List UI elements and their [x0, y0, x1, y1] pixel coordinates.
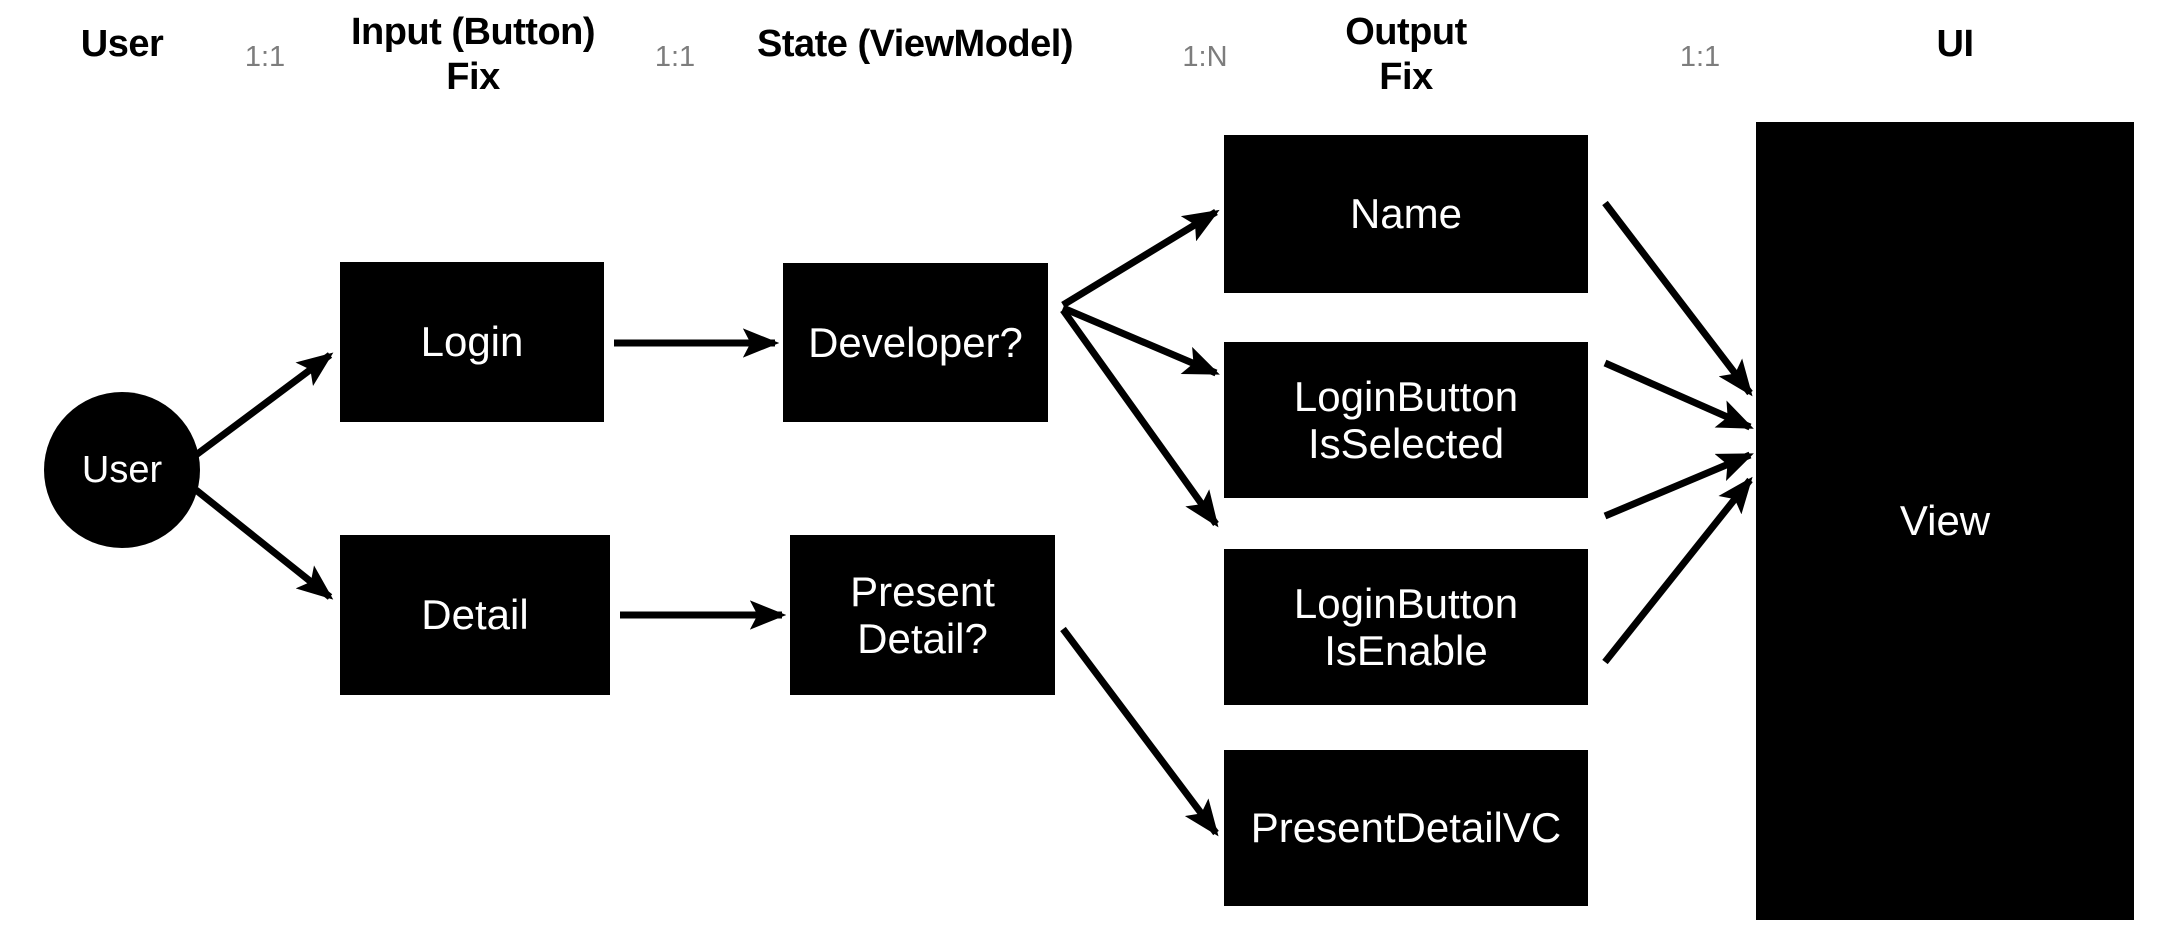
node-view[interactable]: View	[1756, 122, 2134, 920]
node-label: Present Detail?	[850, 567, 995, 662]
column-header: State (ViewModel)	[757, 23, 1073, 65]
node-label: PresentDetailVC	[1250, 804, 1562, 852]
relation-label: 1:1	[654, 41, 696, 73]
node-label: Detail	[421, 591, 529, 639]
node-label: User	[81, 448, 163, 491]
node-loginbutton-isselected[interactable]: LoginButton IsSelected	[1224, 342, 1588, 498]
edge-present-detail-to-presentdetailvc	[1060, 626, 1219, 837]
node-detail[interactable]: Detail	[340, 535, 610, 695]
relation-label: 1:N	[1182, 41, 1228, 73]
edge-name-to-view	[1602, 200, 1753, 397]
column-header: UI	[1936, 23, 1975, 65]
node-present-detail[interactable]: Present Detail?	[790, 535, 1055, 695]
column-header: Output Fix	[1345, 11, 1467, 98]
node-label: Login	[420, 318, 524, 366]
relation-label: 1:1	[244, 41, 286, 73]
node-label: LoginButton IsEnable	[1293, 579, 1519, 674]
edge-isselected-to-view	[1603, 359, 1754, 431]
node-login[interactable]: Login	[340, 262, 604, 422]
relation-label: 1:1	[1679, 41, 1721, 73]
node-label: Name	[1349, 190, 1463, 238]
edge-developer-to-name	[1061, 209, 1220, 308]
node-loginbutton-isenable[interactable]: LoginButton IsEnable	[1224, 549, 1588, 705]
column-header: User	[80, 23, 164, 65]
node-developer[interactable]: Developer?	[783, 263, 1048, 422]
edge-developer-to-isselected	[1061, 304, 1220, 377]
edge-user-to-detail	[193, 487, 334, 600]
node-label: View	[1899, 497, 1991, 545]
edge-developer-to-isenable	[1060, 307, 1219, 528]
edge-isenable-to-view	[1603, 451, 1754, 520]
column-header: Input (Button) Fix	[350, 11, 596, 98]
node-name[interactable]: Name	[1224, 135, 1588, 293]
node-presentdetailvc[interactable]: PresentDetailVC	[1224, 750, 1588, 906]
edge-user-to-login	[193, 352, 334, 458]
node-label: Developer?	[808, 318, 1023, 366]
node-label: LoginButton IsSelected	[1293, 372, 1519, 467]
edge-presentdetailvc-to-view	[1602, 476, 1753, 665]
node-user[interactable]: User	[44, 392, 200, 548]
